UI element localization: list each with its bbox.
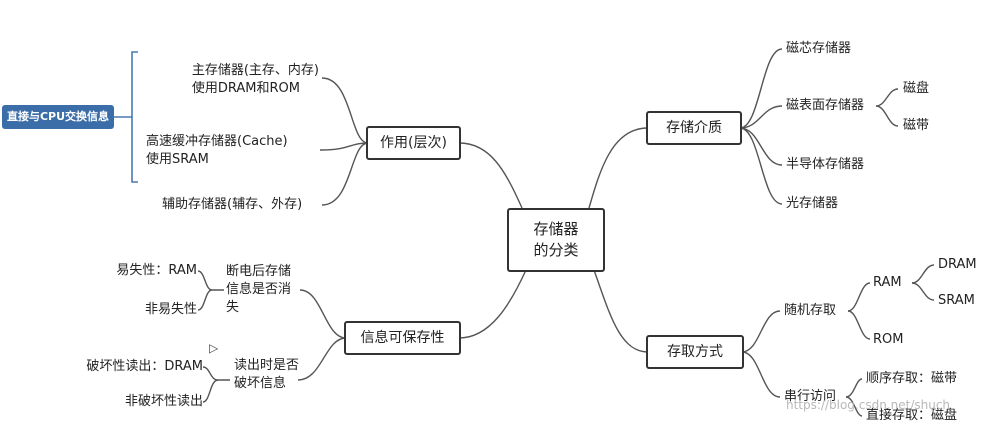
leaf-volatile: 易失性：RAM (116, 263, 197, 278)
leaf-disk: 磁盘 (903, 81, 930, 96)
node-retention: 信息可保存性 (344, 321, 461, 355)
leaf-magnetic-core: 磁芯存储器 (786, 41, 852, 56)
node-access-mode: 存取方式 (646, 335, 744, 369)
leaf-main-memory-line1: 主存储器(主存、内存) (191, 63, 319, 78)
cpu-exchange-tag: 直接与CPU交换信息 (2, 105, 114, 129)
leaf-cache-line2: 使用SRAM (146, 152, 209, 167)
leaf-magnetic-surface: 磁表面存储器 (786, 98, 865, 113)
leaf-serial-access: 串行访问 (784, 389, 837, 404)
q-power-loss: 断电后存储信息是否消失 (226, 264, 292, 315)
watermark: https://blog.csdn.net/shuch (786, 398, 951, 412)
cursor-arrow-icon: ▷ (209, 341, 219, 355)
leaf-random-access: 随机存取 (784, 303, 837, 318)
leaf-ram: RAM (873, 275, 902, 290)
leaf-dram: DRAM (938, 257, 977, 272)
leaf-main-memory-line2: 使用DRAM和ROM (191, 81, 300, 96)
leaf-nonvolatile: 非易失性 (144, 302, 197, 317)
leaf-sequential: 顺序存取：磁带 (866, 371, 958, 386)
center-line-2: 的分类 (533, 241, 579, 259)
center-line-1: 存储器 (533, 220, 579, 238)
leaf-main-memory: 主存储器(主存、内存) 使用DRAM和ROM (192, 62, 319, 98)
leaf-tape: 磁带 (903, 118, 930, 133)
leaf-direct: 直接存取：磁盘 (866, 408, 958, 423)
leaf-optical: 光存储器 (786, 196, 839, 211)
node-function-level: 作用(层次) (366, 126, 461, 160)
leaf-aux-memory: 辅助存储器(辅存、外存) (162, 197, 303, 212)
leaf-destructive: 破坏性读出：DRAM (86, 359, 203, 374)
leaf-cache: 高速缓冲存储器(Cache) 使用SRAM (146, 133, 288, 169)
leaf-rom: ROM (873, 332, 904, 347)
node-medium: 存储介质 (646, 111, 742, 145)
leaf-semiconductor: 半导体存储器 (786, 157, 865, 172)
center-node: 存储器 的分类 (507, 208, 605, 272)
q-destructive-read: 读出时是否破坏信息 (234, 358, 300, 391)
leaf-nondestructive: 非破坏性读出 (124, 394, 203, 409)
leaf-sram: SRAM (938, 293, 975, 308)
leaf-cache-line1: 高速缓冲存储器(Cache) (146, 134, 288, 149)
